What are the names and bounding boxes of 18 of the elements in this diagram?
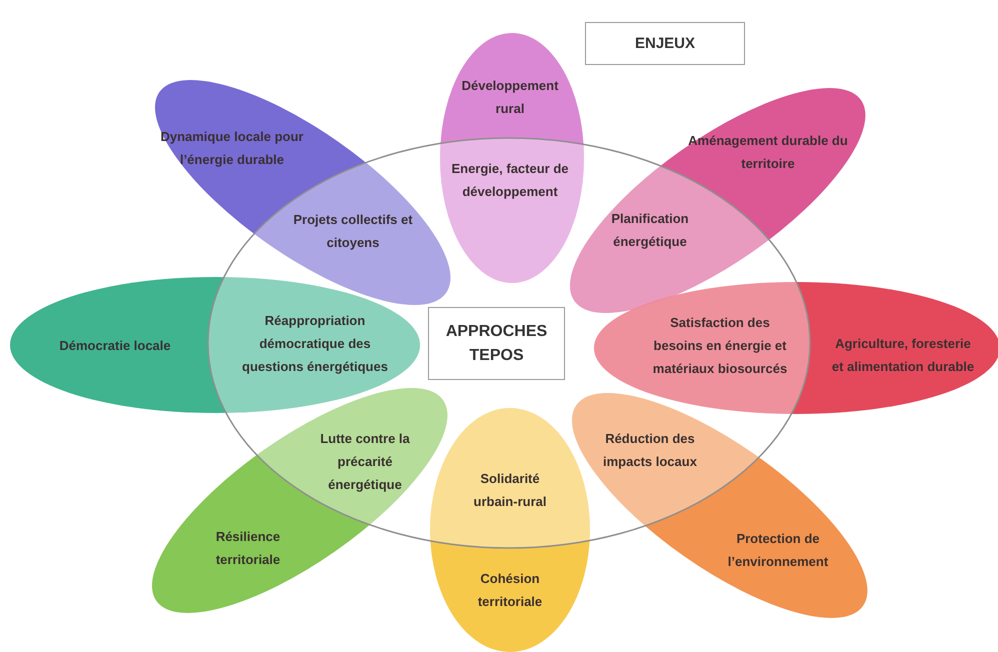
issue-label: Protection de l’environnement — [726, 530, 830, 571]
approach-label: Solidarité urbain-rural — [472, 470, 548, 511]
center-box — [428, 307, 565, 380]
issue-label: Développement rural — [460, 77, 560, 118]
approach-label: Réappropriation démocratique des questions énergétiques — [241, 312, 389, 376]
approach-label: Satisfaction des besoins en énergie et matériaux biosourcés — [652, 314, 788, 378]
approach-label: Planification énergétique — [610, 210, 690, 251]
header-box — [585, 22, 745, 65]
approach-label: Energie, facteur de développement — [450, 160, 570, 201]
approach-label: Projets collectifs et citoyens — [292, 210, 413, 252]
box-title: ENJEUX — [634, 34, 696, 54]
approach-label: Lutte contre la précarité énergétique — [319, 430, 411, 494]
issue-label: Agriculture, foresterie et alimentation durable — [830, 335, 976, 376]
issue-label: Démocratie locale — [58, 336, 172, 354]
issue-label: Cohésion territoriale — [476, 570, 544, 611]
box-title: APPROCHES TEPOS — [444, 322, 548, 366]
issue-label: Résilience territoriale — [214, 528, 282, 569]
approach-label: Réduction des impacts locaux — [602, 430, 698, 471]
